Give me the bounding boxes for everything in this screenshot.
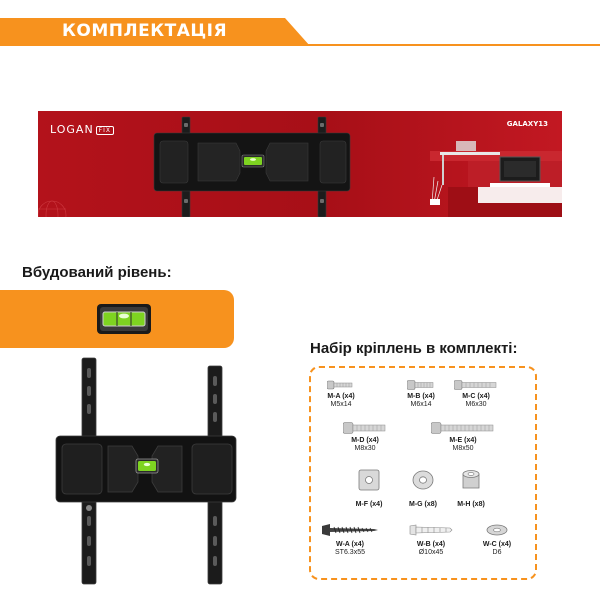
- long-bolt-icon: [343, 422, 386, 434]
- part-m-g: M-G (x8): [393, 468, 453, 509]
- hardware-kit-box: M-A (x4) M5x14 M-B (x4) M6x14 M-C (x4) M…: [309, 366, 537, 580]
- part-size: M6x14: [410, 401, 432, 408]
- model-name: GALAXY13: [506, 120, 548, 128]
- short-bolt-icon: [327, 380, 353, 390]
- kit-label: Набір кріплень в комплекті:: [310, 340, 518, 357]
- wall-mount-illustration: [55, 357, 237, 585]
- part-size: M8x30: [354, 445, 376, 452]
- part-m-b: M-B (x4) M6x14: [391, 380, 451, 409]
- tall-spacer-icon: [462, 470, 480, 489]
- wood-screw-icon: [322, 524, 378, 536]
- part-name: M-H (x8): [457, 501, 485, 508]
- part-name: M-E (x4): [449, 437, 477, 444]
- part-w-a: W-A (x4) ST6.3x55: [315, 522, 385, 557]
- part-size: Ø10x45: [418, 549, 444, 556]
- part-m-d: M-D (x4) M8x30: [333, 422, 397, 453]
- part-m-e: M-E (x4) M8x50: [423, 422, 503, 453]
- brand-name: LOGAN: [50, 123, 94, 136]
- extra-long-bolt-icon: [431, 422, 494, 434]
- part-size: ST6.3x55: [335, 549, 365, 556]
- part-size: M8x50: [452, 445, 474, 452]
- header-underline: [300, 44, 600, 46]
- part-name: W-A (x4): [336, 541, 364, 548]
- brand-badge: FIX: [95, 125, 115, 135]
- part-name: M-C (x4): [462, 393, 490, 400]
- part-m-a: M-A (x4) M5x14: [311, 380, 371, 409]
- part-w-b: W-B (x4) Ø10x45: [399, 522, 463, 557]
- bubble-level-icon: [97, 304, 151, 334]
- part-m-c: M-C (x4) M6x30: [444, 380, 508, 409]
- part-size: M5x14: [330, 401, 352, 408]
- part-name: M-A (x4): [327, 393, 355, 400]
- wall-anchor-icon: [409, 524, 453, 536]
- flat-washer-icon: [486, 524, 508, 536]
- built-in-level-label: Вбудований рівень:: [22, 264, 172, 281]
- part-m-f: M-F (x4): [339, 468, 399, 509]
- part-w-c: W-C (x4) D6: [467, 522, 527, 557]
- part-name: W-C (x4): [482, 541, 512, 548]
- round-spacer-icon: [412, 470, 434, 490]
- page-title: КОМПЛЕКТАЦІЯ: [62, 21, 228, 41]
- banner-illustration: [38, 116, 562, 217]
- part-name: M-F (x4): [355, 501, 383, 508]
- long-bolt-icon: [454, 380, 497, 390]
- part-name: W-B (x4): [416, 541, 446, 548]
- part-name: M-D (x4): [351, 437, 379, 444]
- part-m-h: M-H (x8): [441, 468, 501, 509]
- part-name: M-G (x8): [409, 501, 437, 508]
- header-bar: [0, 18, 310, 46]
- short-bolt-icon: [407, 380, 434, 390]
- square-washer-icon: [358, 469, 380, 491]
- part-size: M6x30: [465, 401, 487, 408]
- section-header: КОМПЛЕКТАЦІЯ: [0, 0, 600, 62]
- built-in-level-panel: [0, 290, 234, 348]
- part-size: D6: [492, 549, 502, 556]
- part-name: M-B (x4): [407, 393, 435, 400]
